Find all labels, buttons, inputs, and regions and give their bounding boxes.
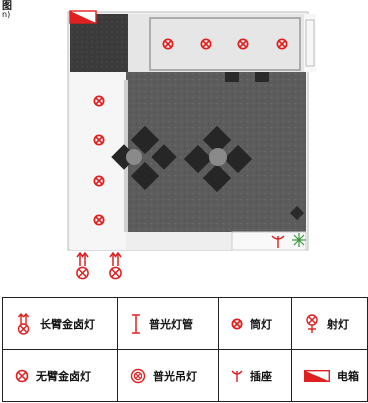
legend-label: 筒灯 (250, 317, 272, 331)
legend-cell-downlight: 筒灯 (218, 297, 292, 350)
legend-cell-socket: 插座 (218, 349, 292, 402)
legend-cell-spotlight: 射灯 (291, 297, 368, 350)
legend-label: 插座 (250, 369, 272, 383)
plant-icon (292, 233, 306, 247)
table-group-top (225, 72, 269, 82)
title-fragment: 图 (2, 1, 12, 12)
legend-cell-long-arm: 长臂金卤灯 (2, 297, 118, 350)
fluorescent-tube-icon (132, 313, 140, 334)
socket-icon (231, 370, 243, 382)
legend-cell-no-arm: 无臂金卤灯 (2, 349, 118, 402)
downlight-icon (231, 318, 243, 329)
top-corridor (128, 14, 304, 72)
legend-label: 长臂金卤灯 (40, 317, 95, 331)
spotlight-icon (306, 313, 318, 333)
legend-label: 普光灯管 (149, 317, 193, 331)
window-strip (305, 19, 315, 67)
legend-label: 无臂金卤灯 (36, 369, 91, 383)
socket-icon (271, 235, 285, 248)
legend-cell-panel: 电箱 (291, 349, 368, 402)
legend-cell-tube: 普光灯管 (117, 297, 219, 350)
no-arm-halogen-icon (15, 369, 29, 382)
round-table-center (209, 148, 227, 166)
bottom-right-alcove (231, 231, 307, 251)
long-arm-lamp-1 (76, 251, 89, 280)
panel-box-icon (69, 10, 97, 24)
long-arm-lamp-2 (109, 251, 122, 280)
round-table-left (126, 149, 142, 165)
corridor-frame (149, 17, 301, 71)
right-wall-strip (304, 14, 316, 72)
panel-box-icon (304, 369, 330, 382)
corner-table (289, 205, 305, 221)
legend-cell-pendant: 普光吊灯 (117, 349, 219, 402)
legend-label: 电箱 (337, 369, 359, 383)
legend-label: 普光吊灯 (153, 369, 197, 383)
subtitle-fragment: n) (2, 10, 11, 19)
floor-plan (67, 10, 316, 280)
legend-label: 射灯 (327, 317, 349, 331)
legend-table: 长臂金卤灯 普光灯管 筒灯 (2, 297, 368, 402)
pendant-lamp-icon (130, 368, 146, 383)
long-arm-halogen-icon (17, 312, 30, 335)
